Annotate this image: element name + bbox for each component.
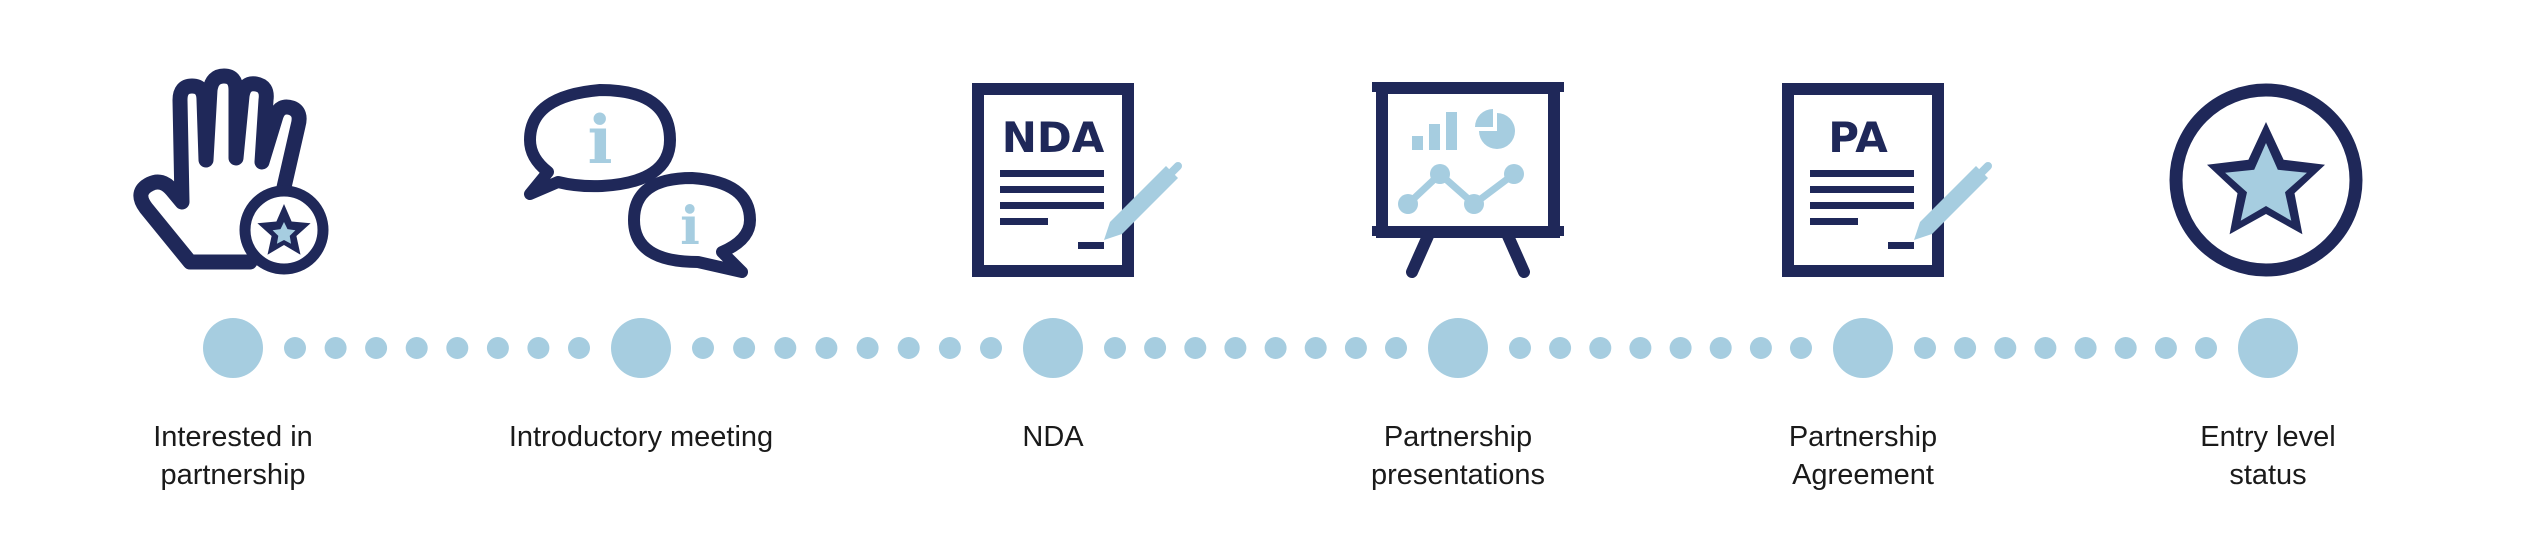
step-label: Interested in partnership <box>153 421 313 491</box>
pen-icon <box>1104 162 1182 240</box>
timeline-milestone-dot <box>1428 318 1488 378</box>
timeline-dot <box>1385 337 1407 359</box>
timeline-dot <box>1509 337 1531 359</box>
timeline-dot <box>1184 337 1207 359</box>
nda-document-icon: NDA <box>972 83 1182 277</box>
timeline-milestone-dot <box>203 318 263 378</box>
timeline-dot <box>2195 337 2217 359</box>
step-label: Partnership Agreement <box>1788 421 1938 491</box>
pen-icon <box>1914 162 1992 240</box>
timeline-dot <box>856 337 879 359</box>
timeline-dot <box>774 337 797 359</box>
timeline-dot <box>1994 337 2017 359</box>
pie-chart-icon <box>1475 109 1515 149</box>
timeline-dot <box>284 337 306 359</box>
star-badge-icon <box>2169 83 2363 277</box>
timeline-dot <box>1914 337 1936 359</box>
timeline-dot <box>1629 337 1652 359</box>
timeline-dot <box>1104 337 1126 359</box>
timeline-milestone-dot <box>1833 318 1893 378</box>
timeline-dot <box>365 337 388 359</box>
timeline-dot <box>1589 337 1612 359</box>
nda-doc-text: NDA <box>1002 113 1105 162</box>
timeline-dot <box>733 337 756 359</box>
bar-chart-icon <box>1412 112 1457 150</box>
timeline-dot <box>938 337 961 359</box>
timeline-dot <box>527 337 550 359</box>
timeline-dot <box>897 337 920 359</box>
timeline-dot <box>1304 337 1327 359</box>
timeline-dot <box>815 337 838 359</box>
timeline-dot <box>568 337 590 359</box>
timeline-dot <box>1790 337 1812 359</box>
info-speech-bubbles-icon: i i <box>524 84 756 278</box>
timeline-milestone-dot <box>611 318 671 378</box>
timeline-dot <box>1264 337 1287 359</box>
timeline-dot <box>2114 337 2137 359</box>
timeline-dot <box>486 337 509 359</box>
timeline-dot <box>1709 337 1732 359</box>
timeline-dot <box>1669 337 1692 359</box>
timeline-dot <box>1144 337 1167 359</box>
timeline-dot <box>1224 337 1247 359</box>
timeline-dot <box>2154 337 2177 359</box>
timeline-dot <box>1549 337 1572 359</box>
pa-doc-text: PA <box>1828 113 1888 162</box>
timeline-dot <box>446 337 469 359</box>
step-label: Entry level status <box>2200 421 2336 491</box>
step-label: NDA <box>1022 421 1084 453</box>
timeline-milestone-dot <box>2238 318 2298 378</box>
pa-document-icon: PA <box>1782 83 1992 277</box>
timeline-dot <box>405 337 428 359</box>
presentation-board-icon <box>1372 82 1564 278</box>
timeline-dot <box>2034 337 2057 359</box>
timeline-dot <box>2074 337 2097 359</box>
step-label: Partnership presentations <box>1370 421 1546 491</box>
timeline-dot <box>1954 337 1977 359</box>
timeline-dot <box>1344 337 1367 359</box>
line-chart-icon <box>1398 164 1524 214</box>
info-glyph: i <box>680 196 700 257</box>
timeline-dot <box>692 337 714 359</box>
timeline-track <box>203 318 2298 378</box>
timeline-dot <box>324 337 347 359</box>
raised-hand-star-icon <box>133 68 329 275</box>
timeline-dot <box>980 337 1002 359</box>
step-label: Introductory meeting <box>508 421 774 453</box>
info-glyph: i <box>587 101 612 179</box>
timeline-dot <box>1749 337 1772 359</box>
timeline-milestone-dot <box>1023 318 1083 378</box>
